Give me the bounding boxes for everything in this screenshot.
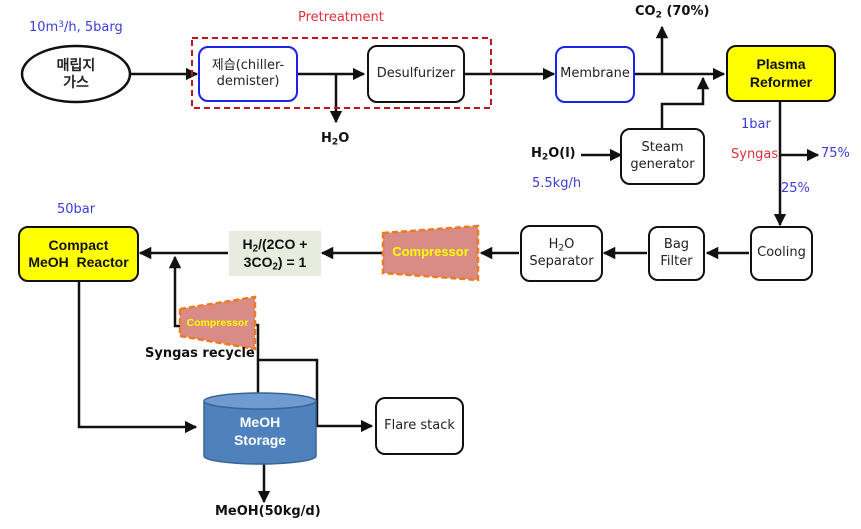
steam-generator-node[interactable]: Steam generator bbox=[620, 128, 705, 185]
desulfurizer-node[interactable]: Desulfurizer bbox=[367, 45, 465, 103]
steam-label-line2: generator bbox=[630, 156, 695, 172]
cooling-node[interactable]: Cooling bbox=[750, 226, 813, 281]
reactor-label-line1: Compact bbox=[48, 236, 109, 253]
chiller-demister-node[interactable]: 제습(chiller- demister) bbox=[198, 46, 298, 102]
reformer-label-line2: Reformer bbox=[749, 73, 813, 90]
bag-filter-node[interactable]: Bag Filter bbox=[648, 226, 705, 281]
storage-label-line2: Storage bbox=[233, 432, 287, 449]
syngas-split-75: 75% bbox=[821, 146, 850, 161]
steam-label-line1: Steam bbox=[641, 140, 684, 156]
desulfurizer-label: Desulfurizer bbox=[376, 65, 456, 81]
membrane-label: Membrane bbox=[560, 66, 630, 82]
landfill-gas-node[interactable] bbox=[20, 44, 132, 104]
arrow-reactor-to-storage bbox=[77, 282, 198, 434]
arrow-storage-to-flare bbox=[258, 358, 374, 433]
compressor-recycle-shape[interactable] bbox=[178, 295, 257, 351]
meoh-storage-label: MeOH Storage bbox=[204, 413, 316, 449]
reformer-label-line1: Plasma bbox=[756, 56, 806, 72]
water-rate-label: 5.5kg/h bbox=[532, 176, 582, 191]
flare-stack-node[interactable]: Flare stack bbox=[375, 397, 464, 455]
pretreatment-label: Pretreatment bbox=[298, 10, 384, 25]
syngas-recycle-label: Syngas recycle bbox=[145, 346, 255, 361]
line-storage-to-recycle bbox=[255, 323, 260, 395]
syngas-split-25: 25% bbox=[781, 181, 810, 196]
h2-ratio-box: H2/(2CO + 3CO2) = 1 bbox=[229, 231, 321, 276]
chiller-label-line2: demister) bbox=[216, 74, 280, 89]
reactor-pressure: 50bar bbox=[57, 202, 96, 217]
water-drain-label: H2O bbox=[321, 131, 350, 148]
landfill-gas-line2: 가스 bbox=[63, 75, 89, 91]
chiller-label-line1: 제습(chiller- bbox=[211, 57, 285, 73]
meoh-product-label: MeOH(50kg/d) bbox=[215, 504, 321, 519]
pretreatment-group bbox=[191, 37, 492, 109]
bag-filter-label-line1: Bag bbox=[663, 237, 690, 253]
water-in-label: H2O(l) bbox=[531, 146, 576, 163]
storage-label-line1: MeOH bbox=[239, 414, 281, 430]
ratio-line1: H2/(2CO + bbox=[242, 236, 308, 255]
cooling-label: Cooling bbox=[757, 245, 806, 261]
plasma-reformer-node[interactable]: Plasma Reformer bbox=[726, 45, 836, 102]
separator-label-line2: Separator bbox=[529, 253, 594, 269]
membrane-node[interactable]: Membrane bbox=[555, 46, 635, 103]
compressor-main-label: Compressor bbox=[392, 244, 469, 259]
reactor-label-line2: MeOH Reactor bbox=[28, 254, 129, 270]
ratio-line2: 3CO2) = 1 bbox=[243, 253, 307, 272]
h2o-separator-node[interactable]: H2O Separator bbox=[520, 225, 603, 282]
landfill-gas-line1: 매립지 bbox=[56, 57, 96, 74]
compressor-recycle-label: Compressor bbox=[186, 317, 249, 329]
feed-conditions: 10m3/h, 5barg bbox=[29, 19, 123, 35]
landfill-gas-label: 매립지 가스 bbox=[28, 56, 124, 94]
compact-meoh-reactor-node[interactable]: Compact MeOH Reactor bbox=[18, 226, 139, 282]
flare-stack-label: Flare stack bbox=[384, 417, 455, 433]
bag-filter-label-line2: Filter bbox=[660, 253, 693, 269]
meoh-storage-tank[interactable] bbox=[203, 392, 317, 465]
reformer-pressure: 1bar bbox=[741, 117, 771, 132]
syngas-label: Syngas bbox=[731, 147, 779, 162]
arrow-steam-to-reformer bbox=[660, 76, 710, 128]
co2-vent-label: CO2 (70%) bbox=[635, 4, 710, 21]
compressor-main-shape[interactable] bbox=[381, 224, 480, 282]
separator-label-line1: H2O bbox=[548, 237, 575, 254]
arrow-recycle-to-reactor bbox=[168, 255, 182, 328]
